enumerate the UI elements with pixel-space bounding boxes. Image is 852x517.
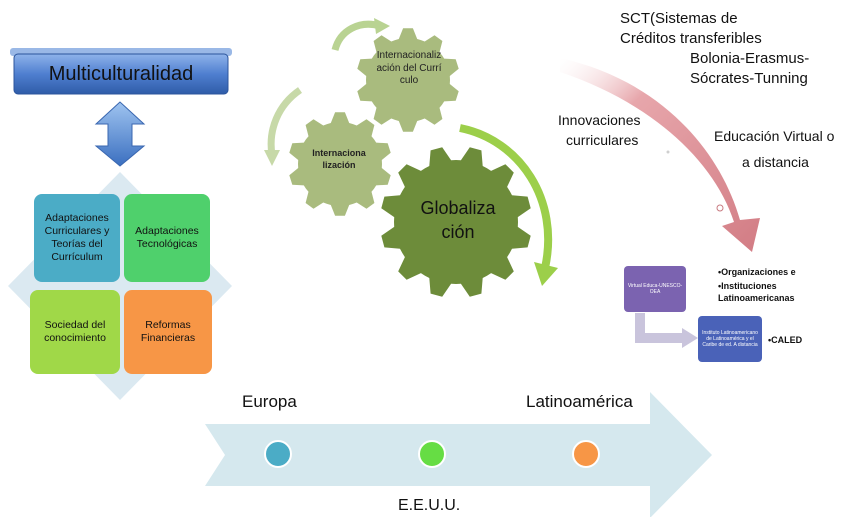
gear-big-shape <box>381 147 531 297</box>
title-banner <box>10 48 232 95</box>
educacion-virtual-line2: a distancia <box>742 154 809 170</box>
box-virtual-educa: Virtual Educa-UNESCO-OEA <box>624 266 686 312</box>
cycle-arrow-top <box>331 20 382 52</box>
box-reformas-financieras: Reformas Financieras <box>124 290 212 374</box>
timeline-dot-latinoamerica <box>572 440 600 468</box>
gear-big-label: Globalización <box>420 198 496 243</box>
gear-left <box>289 112 391 216</box>
box-sociedad-conocimiento: Sociedad del conocimiento <box>30 290 120 374</box>
elbow-arrow <box>635 313 684 343</box>
timeline-dot-eeuu <box>418 440 446 468</box>
gear-top <box>357 28 459 132</box>
innovaciones-line2: curriculares <box>566 132 639 148</box>
label-latinoamerica: Latinoamérica <box>526 392 633 411</box>
double-arrow-icon <box>94 101 146 167</box>
bullet-organizaciones: •Organizaciones e <box>718 267 796 277</box>
bullet-instituciones: •Instituciones Latinoamericanas <box>718 281 795 304</box>
educacion-virtual-line1: Educación Virtual o <box>714 128 835 144</box>
innovaciones-line1: Innovaciones <box>558 112 641 128</box>
box-instituto-latinoamericano: Instituto Latinoamericano de Latinoaméri… <box>698 316 762 362</box>
gear-top-label: Internacionalización del Currículo <box>376 50 442 86</box>
sct-line1: SCT(Sistemas de <box>620 10 738 27</box>
box-adaptaciones-tecnologicas: Adaptaciones Tecnológicas <box>124 194 210 282</box>
timeline-arrow <box>205 392 712 517</box>
sct-line3: Bolonia-Erasmus- <box>690 50 810 67</box>
gear-top-shape <box>357 28 459 132</box>
bullet-caled: •CALED <box>768 335 803 345</box>
gear-big <box>381 147 531 297</box>
label-europa: Europa <box>242 392 297 411</box>
title-text: Multiculturalidad <box>48 62 194 85</box>
sct-line4: Sócrates-Tunning <box>690 70 808 87</box>
timeline-dot-europa <box>264 440 292 468</box>
label-eeuu: E.E.U.U. <box>398 497 461 514</box>
curved-arrow-red <box>560 58 760 252</box>
gear-left-label: Internacionalización <box>312 148 366 170</box>
box-adaptaciones-curriculares: Adaptaciones Curriculares y Teorías del … <box>34 194 120 282</box>
cycle-arrow-left <box>267 87 303 156</box>
gear-left-shape <box>289 112 391 216</box>
sct-line2: Créditos transferibles <box>620 30 762 47</box>
cycle-arrow-big <box>459 124 553 269</box>
